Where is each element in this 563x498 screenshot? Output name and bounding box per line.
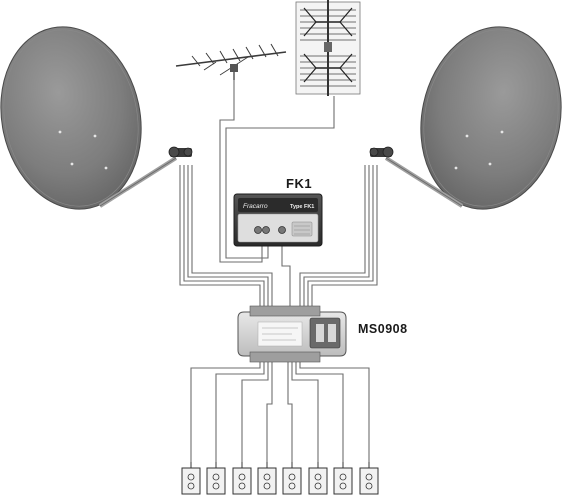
wall-socket-icon	[333, 462, 353, 495]
wall-socket-icon	[308, 462, 328, 495]
fk1-amplifier	[233, 193, 323, 247]
fk1-label: FK1	[286, 176, 313, 191]
panel-antenna	[295, 0, 361, 96]
yagi-antenna	[175, 43, 287, 80]
right-satellite-dish	[369, 26, 562, 210]
fk1-brand-label: Fracarro	[243, 203, 268, 210]
satellite-dish-icon	[369, 26, 562, 210]
wall-socket-icon	[282, 462, 302, 495]
wall-sockets	[181, 462, 379, 495]
yagi-antenna-icon	[175, 43, 287, 80]
wall-socket-icon	[257, 462, 277, 495]
wall-socket-icon	[206, 462, 226, 495]
multiswitch-ms0908	[237, 305, 347, 363]
left-satellite-dish	[0, 26, 193, 210]
fk1-type-label: Type FK1	[290, 204, 315, 210]
cables	[179, 72, 378, 462]
multiswitch-label: MS0908	[358, 322, 408, 336]
satellite-dish-icon	[0, 26, 193, 210]
wall-socket-icon	[359, 462, 379, 495]
wall-socket-icon	[232, 462, 252, 495]
panel-antenna-icon	[295, 0, 361, 96]
wall-socket-icon	[181, 462, 201, 495]
